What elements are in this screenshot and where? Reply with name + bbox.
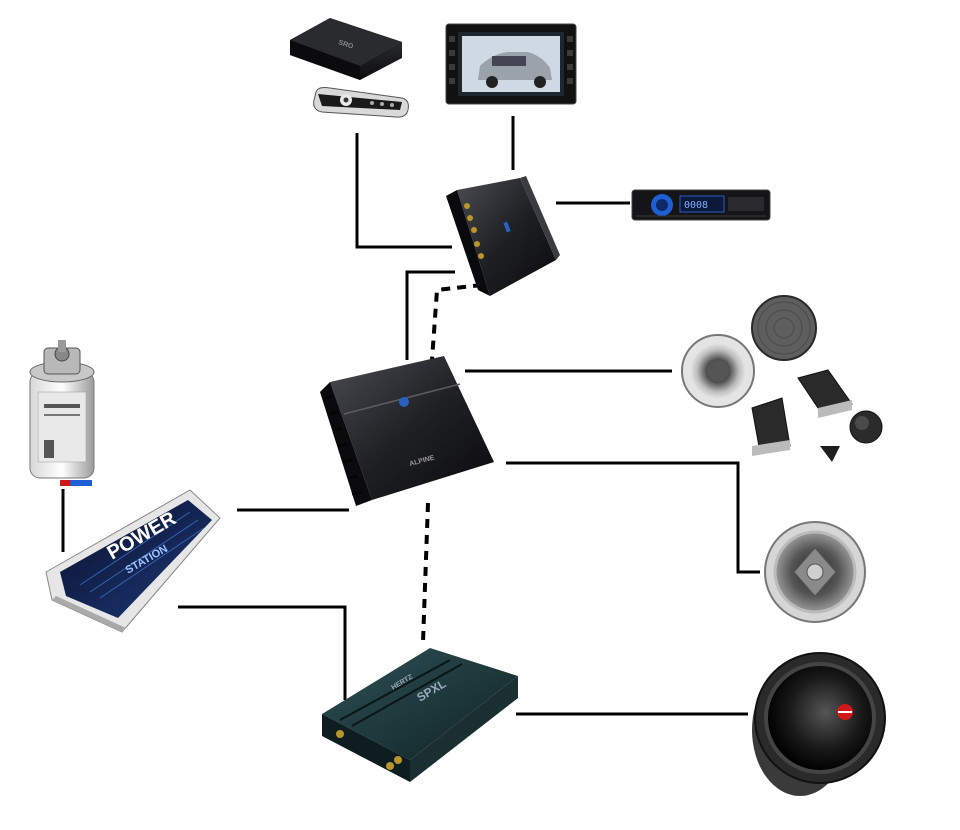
wire-media-to-processor xyxy=(355,133,452,249)
wire-processor-to-amp-dashed xyxy=(430,283,483,361)
coaxial-speaker-icon xyxy=(764,521,866,623)
head-unit-icon: 0008 xyxy=(631,189,771,221)
touchscreen-display-icon xyxy=(445,23,577,105)
capacitor-icon xyxy=(29,340,95,486)
media-box-icon: SRO xyxy=(290,18,402,80)
media-player-label: SRO xyxy=(337,39,354,51)
subwoofer-amplifier-icon: SPXL HERTZ xyxy=(322,648,518,782)
wire-amp-to-subamp-dashed xyxy=(421,502,430,643)
subwoofer-icon xyxy=(752,652,886,796)
remote-icon xyxy=(313,87,409,118)
component-speakers-icon xyxy=(681,295,883,462)
wire-poweramp-to-subamp xyxy=(178,605,347,700)
processor-icon xyxy=(446,176,560,296)
power-amplifier-icon: POWER STATION xyxy=(45,489,221,633)
head-unit-display: 0008 xyxy=(684,200,708,211)
amplifier-icon: ALPINE xyxy=(320,356,494,506)
wire-processor-to-amp xyxy=(405,270,455,360)
wires xyxy=(61,116,760,716)
wire-amp-to-coax-speaker xyxy=(506,461,760,574)
